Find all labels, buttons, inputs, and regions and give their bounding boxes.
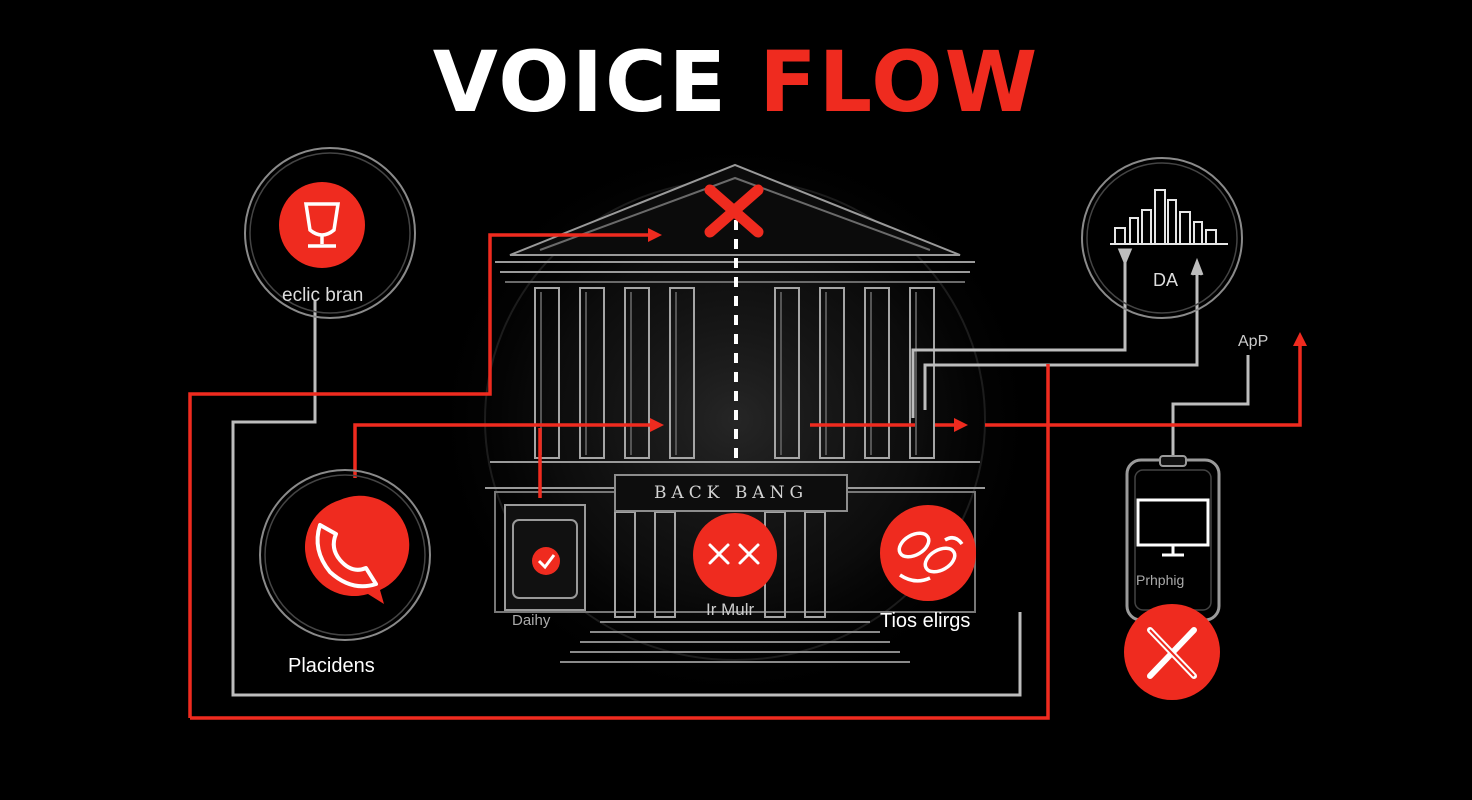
phone-icon xyxy=(315,523,378,589)
top-left-node-label: eclic bran xyxy=(282,285,364,306)
pediment-x-mark xyxy=(704,184,764,238)
page-title: VOICE FLOW xyxy=(0,40,1472,124)
city-skyline-icon xyxy=(1110,189,1228,245)
node-safe xyxy=(504,504,586,611)
top-left-node-circle xyxy=(279,182,365,268)
da-node-label: DA xyxy=(1153,270,1179,290)
bank-columns xyxy=(534,287,935,459)
node-device xyxy=(1124,455,1221,700)
chain-icon xyxy=(897,531,964,583)
bank-lower-columns xyxy=(614,511,826,618)
right-node-label: Tios elirgs xyxy=(880,610,971,632)
check-icon xyxy=(537,554,556,570)
device-node-label: Prhphig xyxy=(1136,572,1185,588)
right-node-circle xyxy=(880,505,976,601)
glass-icon xyxy=(303,202,341,248)
center-node-circle xyxy=(693,513,777,597)
node-center xyxy=(693,513,777,597)
bank-steps xyxy=(560,621,910,663)
left-node-label: Placidens xyxy=(288,655,375,677)
node-left xyxy=(259,469,431,641)
title-part-white: VOICE xyxy=(432,33,728,131)
double-x-icon xyxy=(708,543,760,565)
node-da xyxy=(1081,157,1243,319)
node-top-left xyxy=(244,147,416,319)
title-part-red: FLOW xyxy=(759,33,1040,131)
safe-node-label: Daihy xyxy=(512,612,551,629)
center-node-label: Ir Mulr xyxy=(706,600,755,619)
node-right xyxy=(880,505,976,601)
left-node-bubble xyxy=(304,495,410,604)
monitor-icon xyxy=(1136,498,1210,557)
red-connectors xyxy=(188,228,1307,720)
bank-sign: BACK BANG xyxy=(614,474,848,512)
app-label: ApP xyxy=(1238,333,1269,350)
gray-connectors xyxy=(231,248,1250,697)
